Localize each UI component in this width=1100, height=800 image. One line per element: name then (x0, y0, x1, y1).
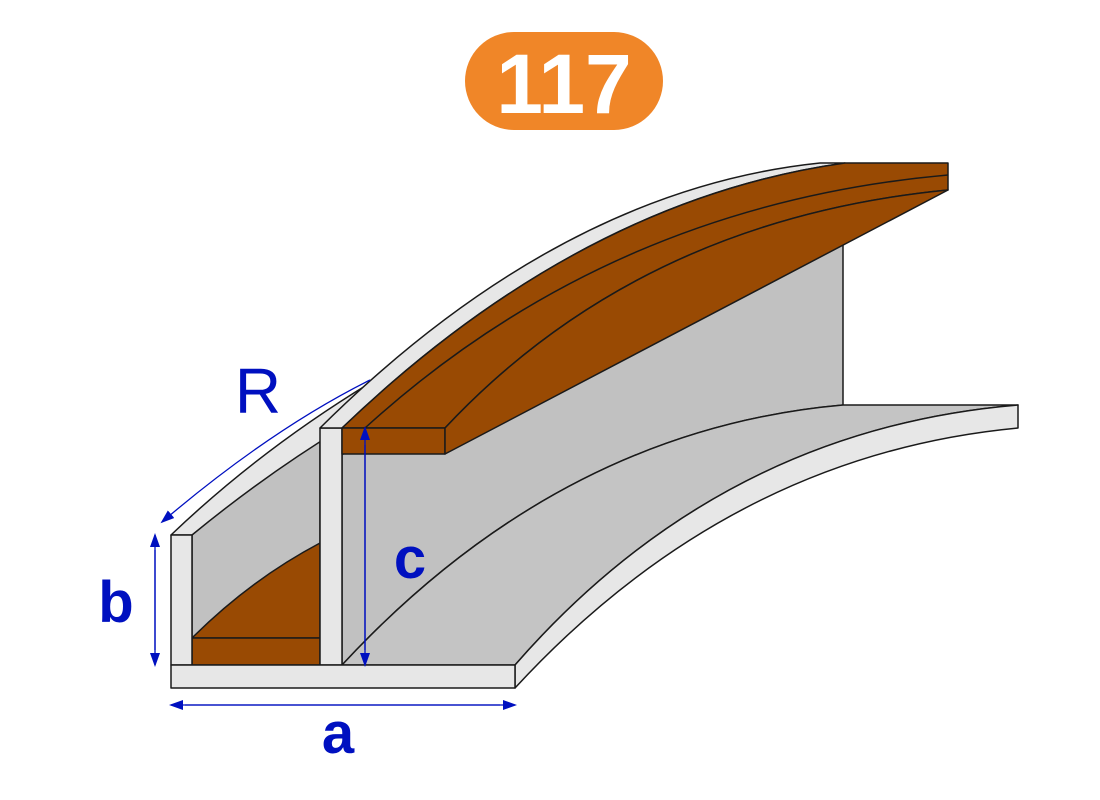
top-cap-side (444, 189, 949, 455)
dimensions (150, 379, 517, 710)
center-height-label: c (394, 526, 426, 591)
base-plate-edge (514, 404, 1019, 689)
curved-profile (170, 162, 1019, 689)
center-web-front (319, 427, 343, 666)
width-label: a (322, 701, 355, 766)
top-cap-ridge (364, 174, 949, 429)
radius-dimension-line (160, 379, 371, 524)
badge-background (465, 32, 663, 130)
top-cap-front (341, 427, 446, 455)
left-wall-front (170, 534, 193, 666)
base-plate-front (170, 664, 516, 689)
left-channel-insert-front (191, 637, 321, 666)
product-number-badge: 117 (465, 32, 663, 131)
radius-label: R (235, 355, 281, 427)
side-height-label: b (98, 570, 133, 635)
badge-number: 117 (496, 37, 632, 131)
